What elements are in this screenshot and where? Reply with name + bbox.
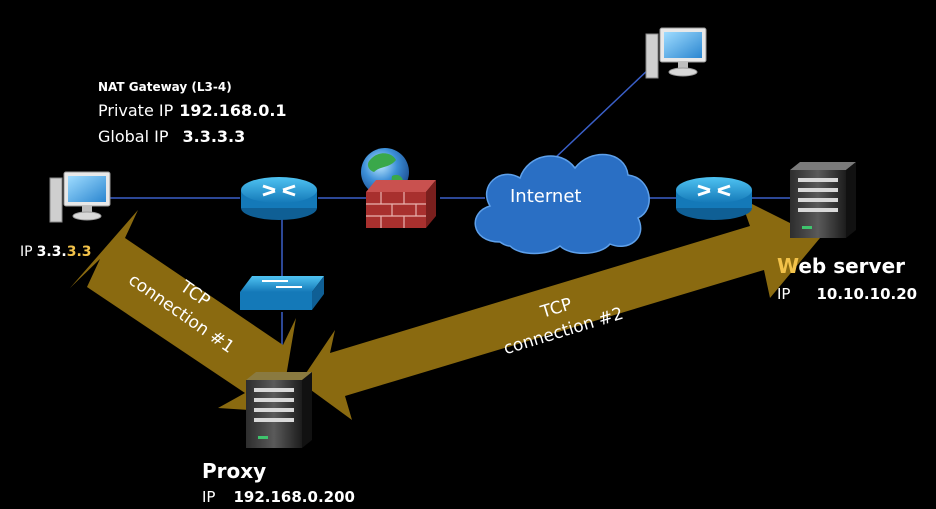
server-icon <box>246 372 312 448</box>
nat-gateway-title: NAT Gateway (L3-4) <box>98 80 232 94</box>
tcp-connection-2-arrow <box>300 198 820 420</box>
nat-global-ip: 3.3.3.3 <box>182 127 246 146</box>
router-icon <box>241 177 317 220</box>
router-icon <box>676 177 752 220</box>
pc-icon <box>49 171 111 223</box>
nat-global-label: Global IP <box>98 127 169 146</box>
nat-global-ip-row: Global IP 3.3.3.3 <box>98 127 245 146</box>
web-server-ip-label: IP <box>777 285 791 303</box>
nat-private-ip: 192.168.0.1 <box>179 101 287 120</box>
web-server-title: Web server <box>777 254 905 278</box>
web-server-title-initial: W <box>777 254 799 278</box>
tcp-connection-1-arrow <box>70 210 296 412</box>
nat-private-label: Private IP <box>98 101 174 120</box>
web-server-ip: IP 10.10.10.20 <box>777 285 917 303</box>
client-ip-value-part2: 3.3 <box>66 244 92 260</box>
web-server-title-rest: eb server <box>798 254 905 278</box>
proxy-title: Proxy <box>202 459 267 483</box>
proxy-ip-label: IP <box>202 488 216 506</box>
client-ip-value-part1: 3.3. <box>36 244 67 260</box>
network-links <box>110 67 790 378</box>
nat-private-ip-row: Private IP 192.168.0.1 <box>98 101 287 120</box>
internet-label: Internet <box>510 186 582 207</box>
server-icon <box>790 162 856 238</box>
proxy-ip: IP 192.168.0.200 <box>202 488 355 506</box>
pc-icon <box>645 27 707 79</box>
proxy-ip-value: 192.168.0.200 <box>233 488 355 506</box>
web-server-ip-value: 10.10.10.20 <box>816 285 918 303</box>
link-cloud-pc <box>554 67 651 159</box>
client-ip-label: IP <box>20 244 33 260</box>
cloud-icon <box>474 153 650 255</box>
firewall-icon <box>366 180 436 228</box>
switch-icon <box>240 276 324 310</box>
client-ip-value: 3.3.3.3 <box>37 244 92 260</box>
